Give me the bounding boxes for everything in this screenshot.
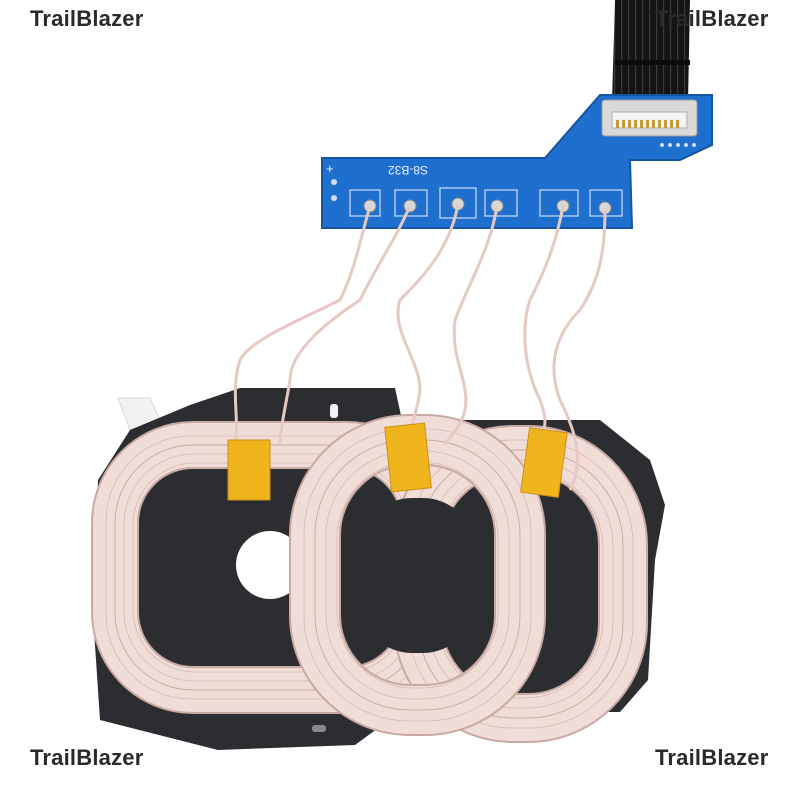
watermark-bottom-right: TrailBlazer xyxy=(655,745,769,770)
ribbon-connector xyxy=(601,99,698,137)
shield-center-hole xyxy=(236,531,304,599)
pcb-silkscreen-label: S8-B32 xyxy=(388,163,428,177)
watermark-top-right: TrailBlazer xyxy=(655,6,769,31)
pcb-plus-mark: + xyxy=(326,161,334,176)
coil-lead-wires xyxy=(233,203,607,491)
pcb-board: S8-B32 + xyxy=(321,94,713,229)
watermark-bottom-left: TrailBlazer xyxy=(30,745,144,770)
ribbon-cable xyxy=(612,0,690,102)
watermark-top-left: TrailBlazer xyxy=(30,6,144,31)
kapton-tape xyxy=(227,422,568,501)
